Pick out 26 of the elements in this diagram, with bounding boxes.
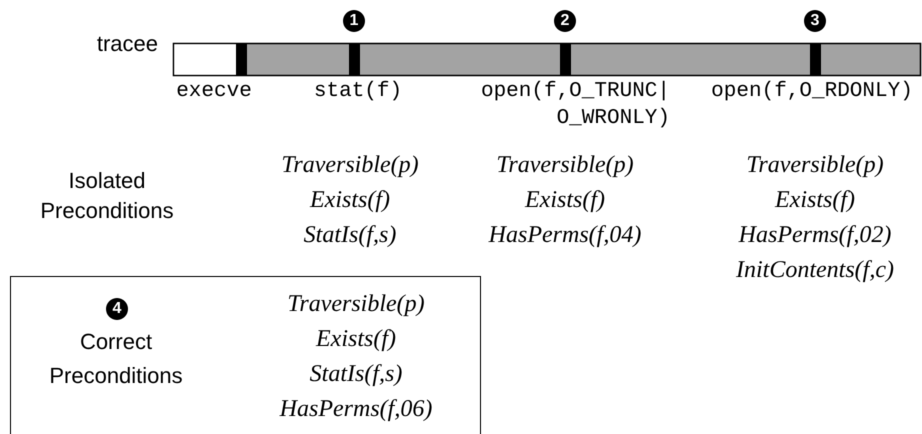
row-heading: Correct Preconditions — [48, 328, 184, 390]
row-heading: Isolated Preconditions — [39, 167, 175, 225]
step-number: 1 — [343, 10, 365, 32]
precondition-text: HasPerms(f,06) — [280, 395, 432, 424]
timeline-label: tracee — [96, 30, 158, 58]
step-number: 2 — [554, 10, 576, 32]
precondition-text: Exists(f) — [775, 186, 855, 215]
precondition-text: Exists(f) — [310, 186, 390, 215]
precondition-text: HasPerms(f,04) — [488, 221, 642, 250]
precondition-text: InitContents(f,c) — [736, 256, 894, 285]
precondition-text: Traversible(p) — [281, 151, 419, 180]
precondition-text: StatIs(f,s) — [310, 360, 402, 389]
precondition-text: Traversible(p) — [746, 151, 884, 180]
step-number: 3 — [804, 10, 826, 32]
step-number: 4 — [106, 298, 128, 320]
syscall-label: execve — [176, 79, 252, 105]
syscall-label: open(f,O_RDONLY) — [711, 79, 913, 105]
syscall-label: open(f,O_TRUNC| O_WRONLY) — [480, 79, 670, 132]
precondition-text: Exists(f) — [525, 186, 605, 215]
precondition-text: StatIs(f,s) — [304, 221, 396, 250]
syscall-label: stat(f) — [314, 79, 402, 105]
precondition-text: Traversible(p) — [496, 151, 634, 180]
precondition-text: HasPerms(f,02) — [738, 221, 892, 250]
precondition-box — [10, 276, 481, 434]
precondition-text: Traversible(p) — [287, 290, 425, 319]
precondition-text: Exists(f) — [316, 325, 396, 354]
